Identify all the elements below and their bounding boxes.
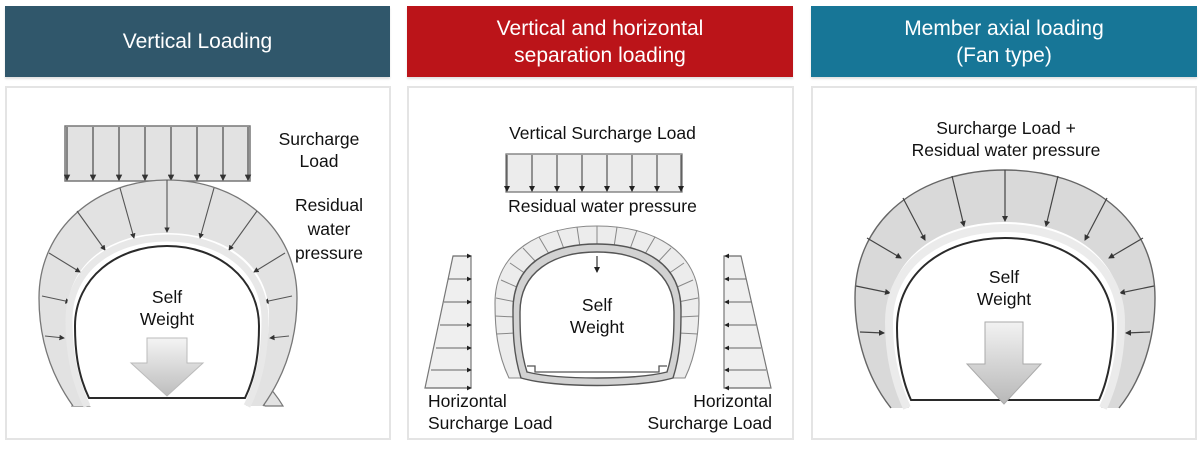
label-residual-water-pressure: Residual water pressure [508,196,697,216]
vertical-surcharge-load-block [504,153,684,193]
tunnel-vertical-loading-diagram [38,125,298,408]
label-surcharge-and-water-pressure: Surcharge Load + Residual water pressure [911,118,1101,160]
header-fan-type-loading: Member axial loading (Fan type) [811,6,1197,77]
residual-water-pressure-ring [494,225,700,379]
label-residual-water-pressure: Residual water pressure [294,195,364,263]
tunnel-fan-type-diagram [854,169,1156,410]
tunnel-separation-loading-diagram [424,153,772,391]
tunnel-lining [884,223,1126,410]
label-surcharge-load: Surcharge Load [278,129,360,171]
panel-vertical-loading: Surcharge Load Residual water pressure S… [5,86,391,440]
label-self-weight: Self Weight [139,287,195,329]
self-weight-arrow-icon [129,337,205,397]
label-vertical-surcharge-load: Vertical Surcharge Load [509,123,696,143]
header-separation-loading: Vertical and horizontal separation loadi… [407,6,793,77]
label-horizontal-surcharge-right: Horizontal Surcharge Load [647,391,772,433]
panel-separation-loading: Vertical Surcharge Load Residual water p… [407,86,794,440]
surcharge-load-block [63,125,252,182]
header-title: Vertical and horizontal separation loadi… [496,16,704,67]
header-title: Vertical Loading [122,30,273,53]
panel-fan-type-loading: Surcharge Load + Residual water pressure… [811,86,1197,440]
label-self-weight: Self Weight [569,295,625,337]
tunnel-inner-outline [519,251,675,379]
horizontal-surcharge-right [723,253,772,391]
header-vertical-loading: Vertical Loading [5,6,390,77]
label-self-weight: Self Weight [976,267,1032,309]
self-weight-arrow-icon [965,321,1043,405]
tunnel-inner-outline [895,236,1115,401]
header-title: Member axial loading (Fan type) [904,16,1104,67]
label-horizontal-surcharge-left: Horizontal Surcharge Load [428,391,553,433]
tunnel-invert-slab [527,365,667,373]
horizontal-surcharge-left [424,253,472,391]
tunnel-inner-outline [73,244,261,399]
tunnel-lining [65,234,269,408]
